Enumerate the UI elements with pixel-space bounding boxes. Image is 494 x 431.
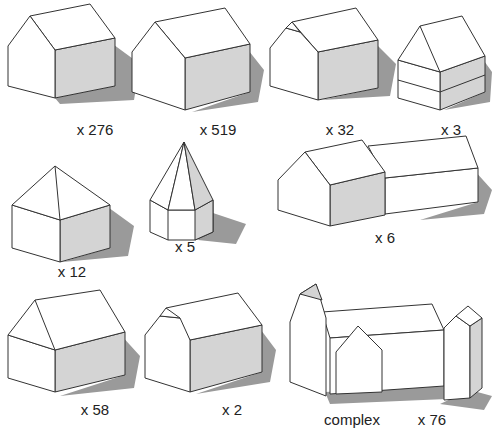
gable-house [132,8,264,112]
half-hip-house [145,293,276,394]
count-label: x 32 [326,121,354,139]
count-label: x 5 [175,238,195,256]
hip-house [398,16,492,110]
count-label: x 58 [81,401,109,419]
gable-house [8,4,140,104]
count-label: x 519 [200,121,237,139]
count-label: x 276 [77,121,114,139]
hip-house [8,290,140,396]
count-label: x 2 [222,401,242,419]
count-label: x 12 [58,263,86,281]
pyramid-house [12,166,134,262]
complex-building [290,284,492,410]
count-label: x 6 [375,229,395,247]
count-label: x 76 [418,411,446,429]
jerkinhead-house [270,8,396,100]
type-label: complex [324,411,380,429]
count-label: x 3 [441,121,461,139]
spire-tower [150,142,246,244]
l-shaped-house [278,136,492,226]
